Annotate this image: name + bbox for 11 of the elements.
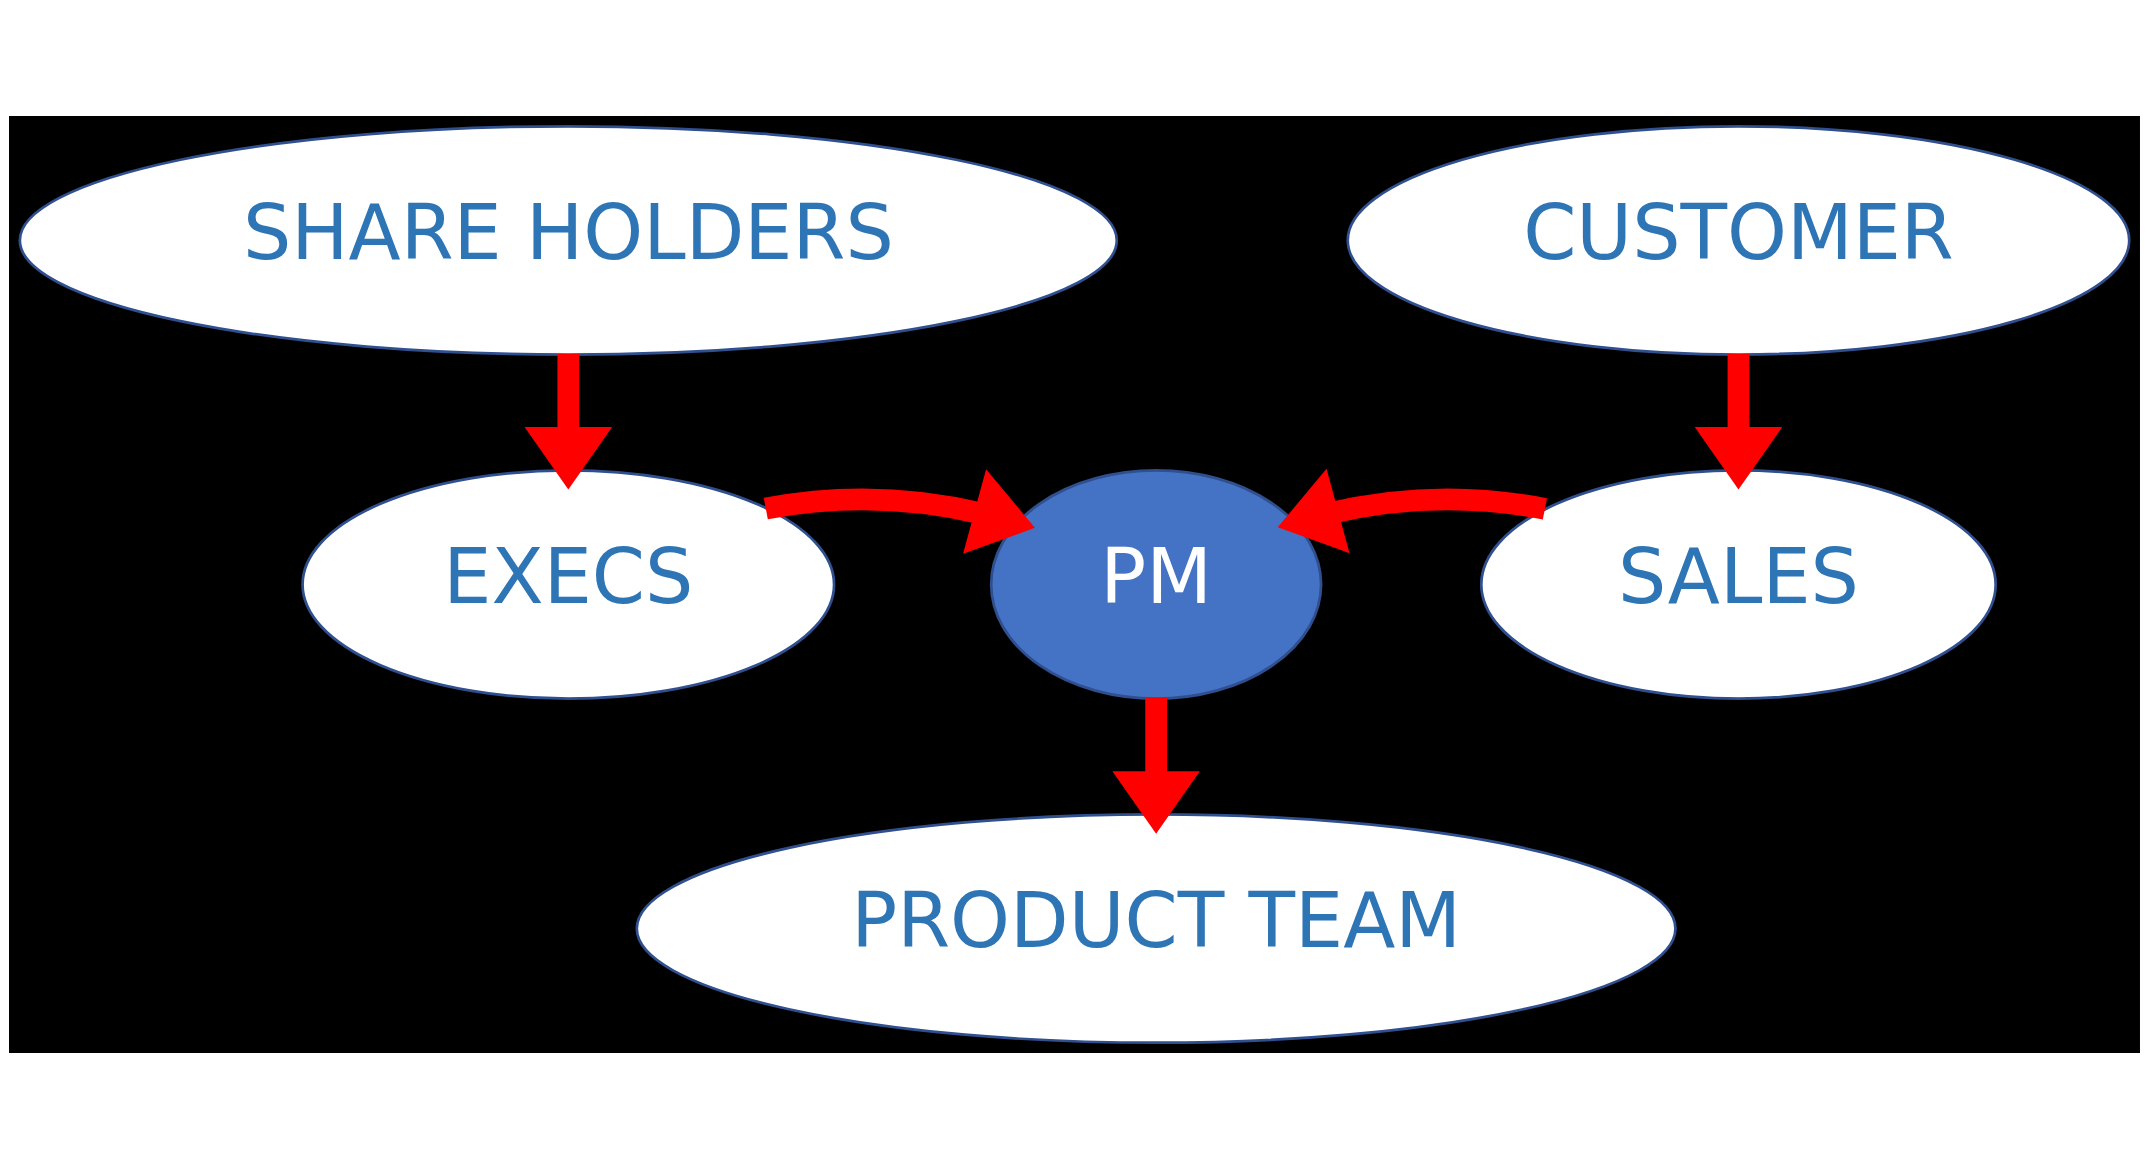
arrow <box>524 353 613 490</box>
arrow <box>763 468 1035 554</box>
arrow <box>1694 353 1783 490</box>
node-ellipse: CUSTOMER <box>1346 124 2131 356</box>
node-ellipse: EXECS <box>301 468 836 700</box>
node-ellipse: SHARE HOLDERS <box>18 124 1119 356</box>
node-ellipse: PRODUCT TEAM <box>635 812 1677 1044</box>
node-ellipse: SALES <box>1479 468 1998 700</box>
arrow <box>1277 468 1547 553</box>
arrow <box>1112 697 1200 834</box>
node-ellipse: PM <box>989 468 1323 700</box>
